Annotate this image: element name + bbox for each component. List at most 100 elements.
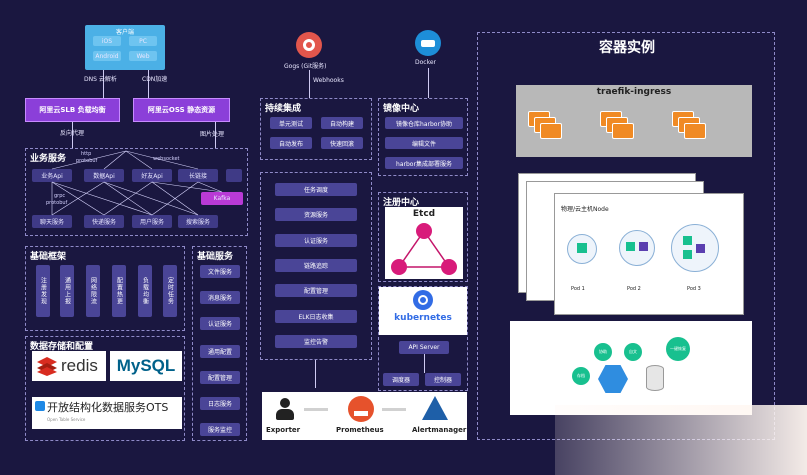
mirror-item-2: 编辑文件 [385,137,463,149]
exporter-icon [274,398,296,420]
biz-api-4: 长链接 [178,169,218,182]
ops-item-3: 认证服务 [275,234,357,247]
mirror-item-1: 镜像仓库harbor协助 [385,117,463,129]
bubble-2: 自文 [624,343,642,361]
base-services-title: 基础服务 [197,252,234,262]
ops-item-4: 链路追踪 [275,259,357,272]
pod-3-icon-c [683,250,692,259]
pod-1-icon [577,243,587,253]
client-ios: iOS [93,36,121,46]
fw-item-2: 通用上报 [60,265,74,317]
node-title: 物理/云主机Node [561,206,609,213]
base-svc-5: 配置管理 [200,371,240,384]
etcd-graph-icon [391,223,457,275]
biz-connections [51,150,223,216]
ops-item-2: 资源服务 [275,208,357,221]
k8s-controller: 控制器 [425,373,461,386]
arrow-1 [304,408,328,411]
container-panel: 容器实例 traefik-ingress 物理/云主机Node Pod 1 Po… [477,32,775,440]
registry-panel: 注册中心 Etcd [378,192,468,282]
ots-logo: 开放结构化数据服务OTS Open Table Service [32,397,182,429]
protobuf2-label: protobuf [46,200,68,206]
redis-label: redis [61,356,98,375]
proto-http: http [81,151,92,157]
pod-1-label: Pod 1 [571,286,585,292]
fw-item-4: 配置热更 [112,265,126,317]
prometheus-label: Prometheus [336,426,384,434]
fw-item-1: 注册发现 [36,265,50,317]
k8s-card: kubernetes [379,287,467,335]
container-title: 容器实例 [599,40,655,56]
etcd-card: Etcd [385,207,463,279]
ci-panel: 持续集成 单元测试 自动构建 自动发布 快速回滚 [260,98,372,160]
monitoring-strip: Exporter Prometheus Alertmanager [262,392,467,440]
biz-title: 业务服务 [30,154,67,164]
ci-item-4: 快速回滚 [321,137,363,149]
arrow-2 [382,408,406,411]
docker-icon [415,30,441,56]
base-svc-7: 服务监控 [200,423,240,436]
kafka-box: Kafka [201,192,243,205]
mirror-panel: 镜像中心 镜像仓库harbor协助 编辑文件 harbor集成部署服务 [378,98,468,176]
k8s-icon [413,290,433,310]
biz-api-1: 业务Api [32,169,72,182]
biz-svc-2: 快递服务 [84,215,124,228]
pod-3-circle [671,224,719,272]
storage-title: 数据存储和配置 [30,342,94,352]
ci-item-1: 单元测试 [270,117,312,129]
pod-3-label: Pod 3 [687,286,701,292]
pod-3-icon-a [683,236,692,245]
k8s-api-server: API Server [399,341,449,354]
base-framework-title: 基础框架 [30,252,67,262]
biz-svc-3: 用户服务 [132,215,172,228]
gogs-label: Gogs (Git服务) [284,63,327,70]
biz-panel: 业务服务 http protobuf websocket 业务Api 数据Api… [25,148,248,236]
fw-item-5: 负载均衡 [138,265,152,317]
watermark-logo [555,405,807,475]
ingress-box: traefik-ingress [516,85,752,157]
pod-2-icon-a [626,242,635,251]
biz-api-2: 数据Api [84,169,124,182]
mysql-logo: MySQL [110,351,182,381]
ops-item-7: 监控告警 [275,335,357,348]
ots-icon [35,401,45,411]
mysql-label: MySQL [116,356,176,375]
client-title: 客户端 [115,29,134,36]
pod-2-icon-b [639,242,648,251]
fw-item-3: 网络限流 [86,265,100,317]
slb-label: 阿里云SLB 负载均衡 [39,106,106,114]
etcd-label: Etcd [412,209,436,219]
base-services-panel: 基础服务 文件服务 消息服务 认证服务 通用配置 配置管理 日志服务 服务监控 [192,246,247,441]
k8s-title: kubernetes [394,313,452,323]
oss-label: 阿里云OSS 静态资源 [147,106,216,114]
base-svc-2: 消息服务 [200,291,240,304]
ots-label: 开放结构化数据服务OTS [47,401,169,414]
client-android: Android [93,51,121,61]
registry-title: 注册中心 [383,198,420,208]
node-card: 物理/云主机Node Pod 1 Pod 2 Pod 3 [554,193,744,315]
ingress-label: traefik-ingress [596,87,672,97]
client-pc: PC [129,36,157,46]
base-svc-4: 通用配置 [200,345,240,358]
dns-label: DNS 云解析 [84,76,117,83]
ci-title: 持续集成 [265,104,302,114]
biz-svc-1: 聊天服务 [32,215,72,228]
biz-svc-4: 搜索服务 [178,215,218,228]
k8s-scheduler: 调度器 [383,373,419,386]
exporter-label: Exporter [266,426,301,434]
ots-sub: Open Table Service [47,417,86,422]
proto-protobuf: protobuf [76,158,98,164]
alertmanager-icon [422,396,448,420]
mirror-item-3: harbor集成部署服务 [385,157,463,169]
proxy-label: 反向代理 [60,130,85,137]
alertmanager-label: Alertmanager [412,426,467,434]
k8s-panel: kubernetes API Server 调度器 控制器 [378,286,468,391]
redis-logo: redis [32,351,106,381]
oss-box: 阿里云OSS 静态资源 [133,98,230,122]
proto-websocket: websocket [153,156,180,162]
base-svc-3: 认证服务 [200,317,240,330]
recovery-card: 协助 自文 一键恢复 存档 [510,321,752,415]
base-svc-6: 日志服务 [200,397,240,410]
bubble-4: 存档 [572,367,590,385]
image-label: 图片处理 [200,131,225,138]
